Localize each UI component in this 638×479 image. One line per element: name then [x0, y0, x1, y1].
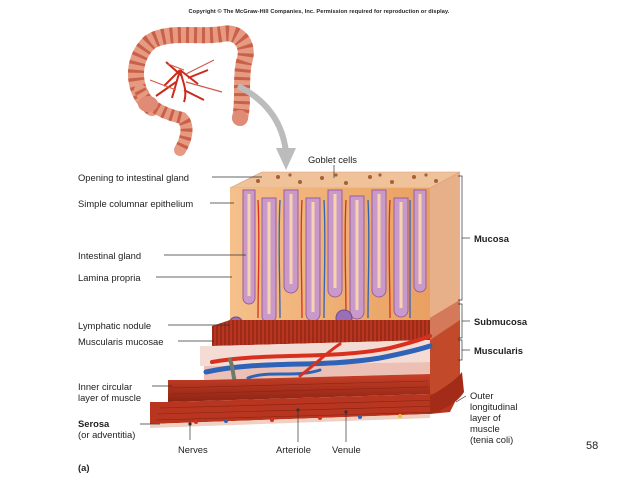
label-outer-5: (tenia coli) — [470, 434, 514, 445]
gland-lumens — [247, 194, 422, 314]
label-submucosa: Submucosa — [474, 316, 528, 327]
label-arteriole: Arteriole — [276, 444, 311, 455]
copyright-notice: Copyright © The McGraw-Hill Companies, I… — [188, 9, 450, 15]
outer-longitudinal-muscle — [150, 392, 460, 424]
label-muscularis: Muscularis — [474, 345, 523, 356]
label-outer-1: Outer — [470, 390, 494, 401]
label-opening-to-intestinal-gland: Opening to intestinal gland — [78, 172, 190, 183]
label-serosa: Serosa — [78, 418, 110, 429]
zoom-arrow — [236, 83, 289, 153]
mucosa-vessels — [257, 199, 411, 319]
label-simple-columnar-epithelium: Simple columnar epithelium — [78, 198, 194, 209]
colon-overview — [128, 25, 254, 156]
muscularis-mucosae — [212, 320, 430, 346]
label-adventitia: (or adventitia) — [78, 429, 136, 440]
leader-lines — [140, 165, 470, 442]
label-inner-circular-1: Inner circular — [78, 381, 133, 392]
panel-label: (a) — [78, 462, 90, 473]
label-venule: Venule — [332, 444, 361, 455]
label-mucosa: Mucosa — [474, 233, 509, 244]
inner-circular-muscle — [168, 374, 430, 402]
serosa-vessels — [194, 414, 402, 424]
label-outer-4: muscle — [470, 423, 500, 434]
gland-openings — [256, 173, 438, 185]
label-muscularis-mucosae: Muscularis mucosae — [78, 336, 164, 347]
label-intestinal-gland: Intestinal gland — [78, 250, 142, 261]
label-nerves: Nerves — [178, 444, 208, 455]
label-outer-2: longitudinal — [470, 401, 518, 412]
label-goblet-cells: Goblet cells — [308, 154, 357, 165]
label-lamina-propria: Lamina propria — [78, 272, 141, 283]
page-number: 58 — [586, 440, 599, 452]
label-lymphatic-nodule: Lymphatic nodule — [78, 320, 152, 331]
label-inner-circular-2: layer of muscle — [78, 392, 142, 403]
label-outer-3: layer of — [470, 412, 501, 423]
